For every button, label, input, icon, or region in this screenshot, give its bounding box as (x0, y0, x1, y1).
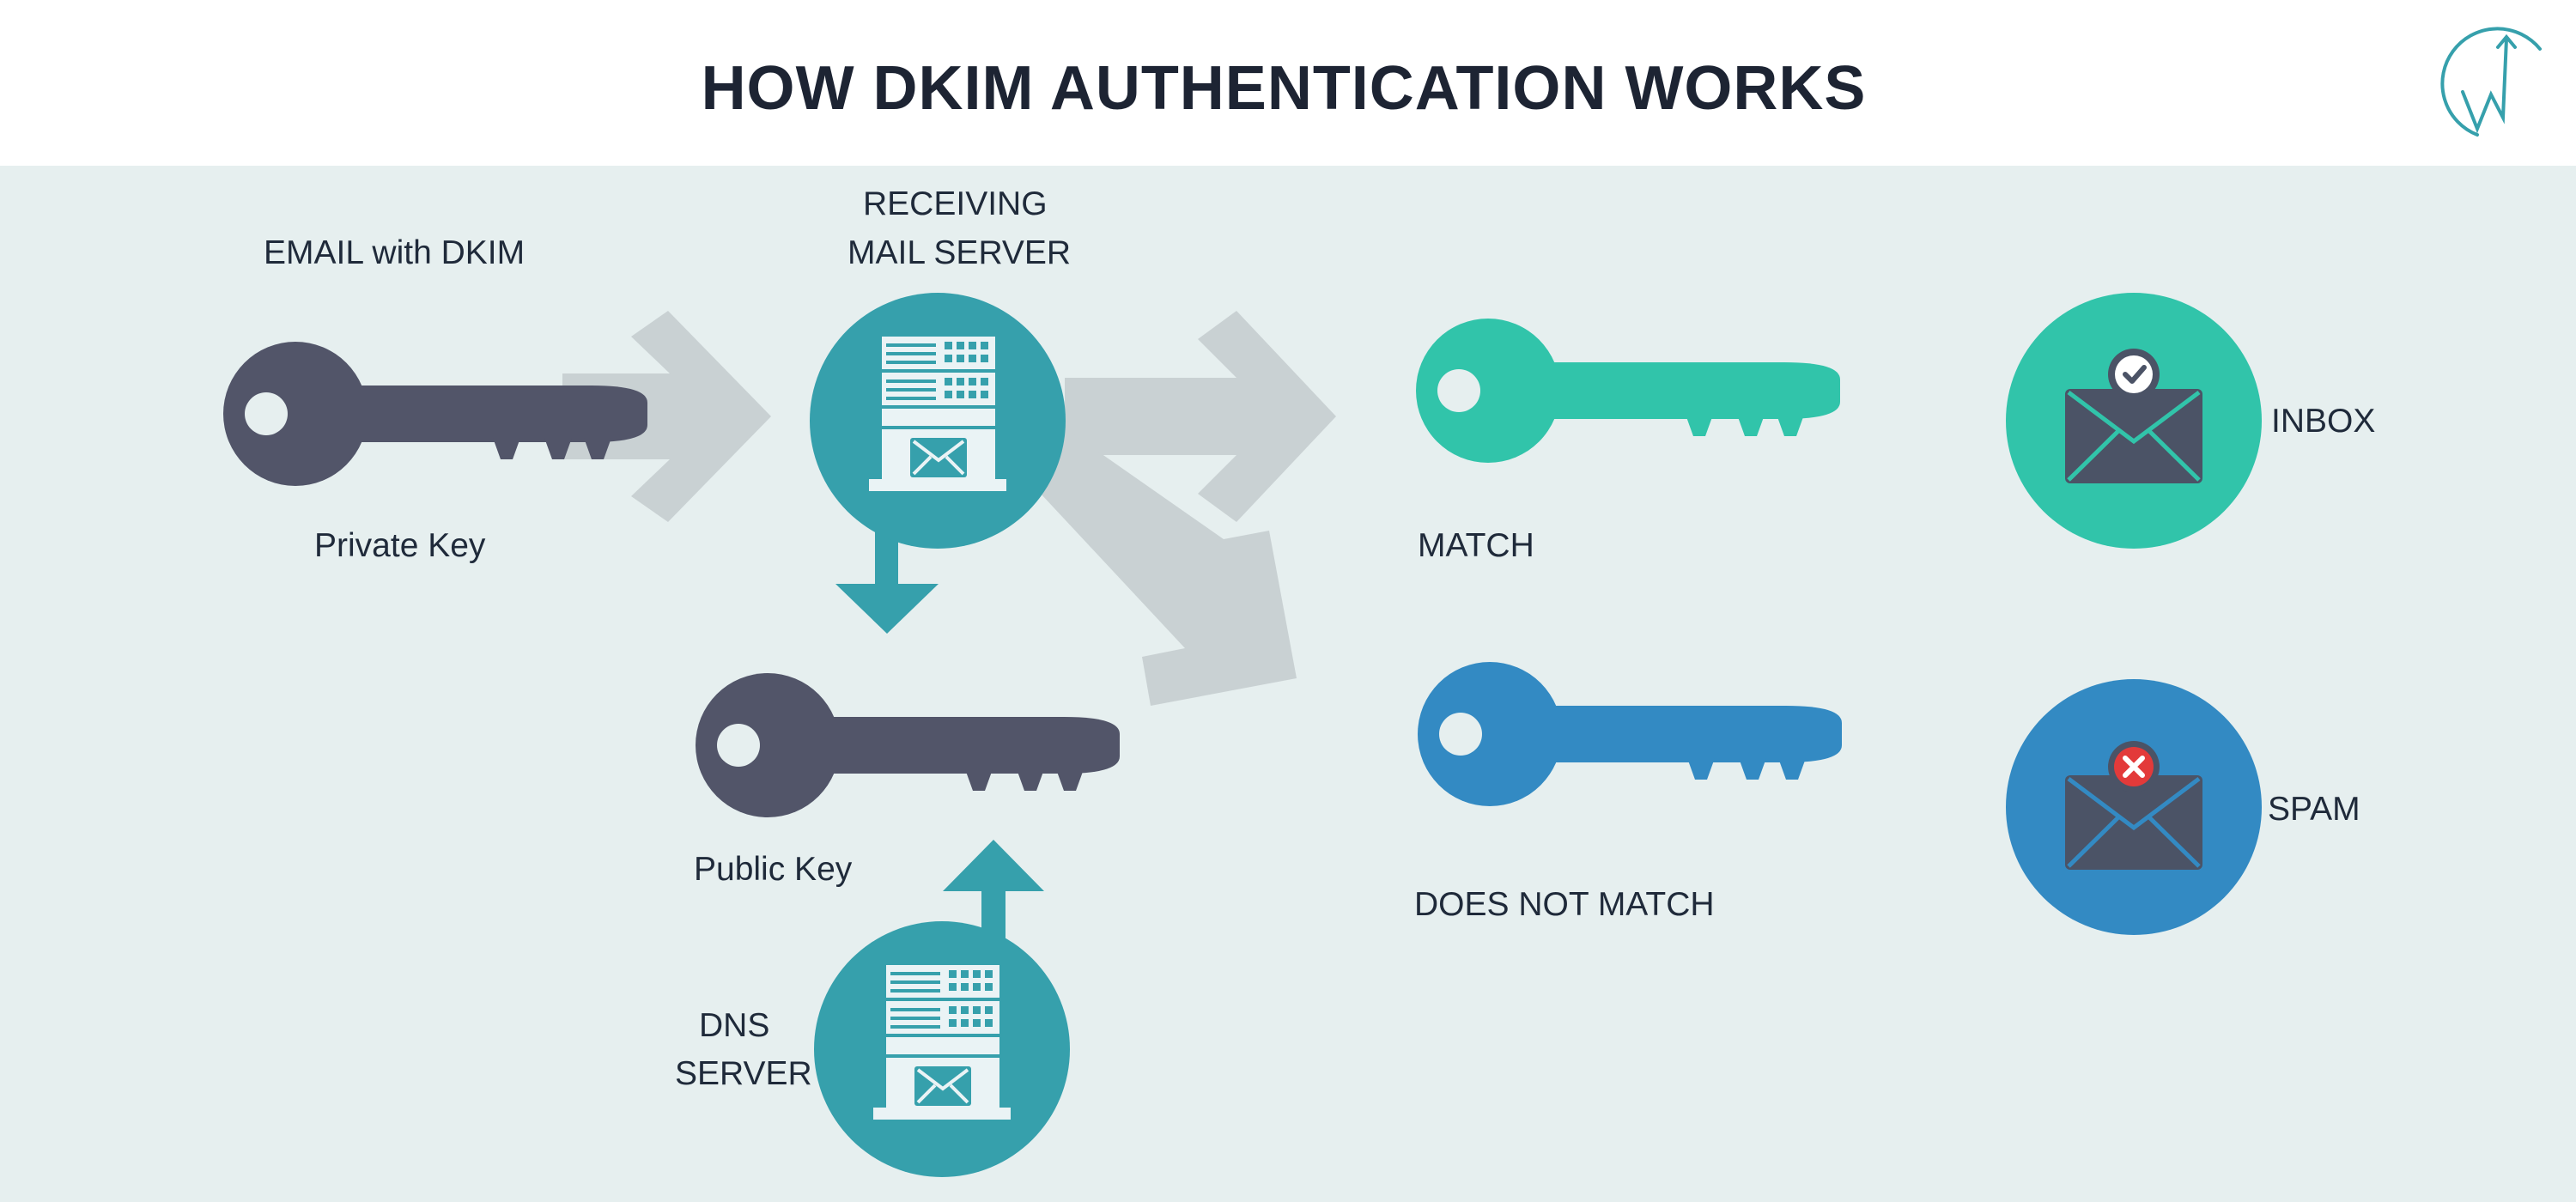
match-label: MATCH (1418, 527, 1534, 564)
mismatch-key-icon (1418, 662, 1842, 806)
spam-label: SPAM (2268, 791, 2360, 828)
page-title: HOW DKIM AUTHENTICATION WORKS (701, 54, 1867, 123)
inbox-label: INBOX (2271, 403, 2375, 440)
dns-label-line2: SERVER (675, 1055, 812, 1092)
spam-icon (2006, 679, 2262, 935)
public-key-icon (696, 673, 1120, 817)
arrow-to-match (1065, 311, 1336, 522)
arrow-up-from-dns (943, 840, 1044, 962)
private-key-label: Private Key (314, 527, 486, 564)
check-icon (2108, 349, 2160, 400)
dns-label-line1: DNS (699, 1007, 769, 1044)
arrow-to-does-not-match (1029, 429, 1297, 706)
public-key-label: Public Key (694, 851, 853, 888)
arrow-to-receiving-server (562, 311, 771, 522)
email-with-dkim-label: EMAIL with DKIM (264, 234, 525, 271)
receiving-label-line1: RECEIVING (863, 185, 1048, 222)
match-key-icon (1416, 319, 1840, 463)
private-key-icon (223, 342, 647, 486)
dns-server-icon (814, 921, 1070, 1177)
receiving-label-line2: MAIL SERVER (848, 234, 1071, 271)
does-not-match-label: DOES NOT MATCH (1414, 886, 1715, 923)
envelope-icon (2065, 775, 2202, 870)
receiving-server-icon (810, 293, 1066, 549)
x-icon (2108, 741, 2160, 792)
inbox-icon (2006, 293, 2262, 549)
header: HOW DKIM AUTHENTICATION WORKS (0, 0, 2576, 166)
arrow-down-to-public-key (835, 515, 939, 634)
connector-arrows (835, 515, 1044, 962)
brand-logo-icon (2440, 27, 2542, 137)
envelope-icon (2065, 389, 2202, 483)
flow-arrows (562, 311, 1336, 706)
